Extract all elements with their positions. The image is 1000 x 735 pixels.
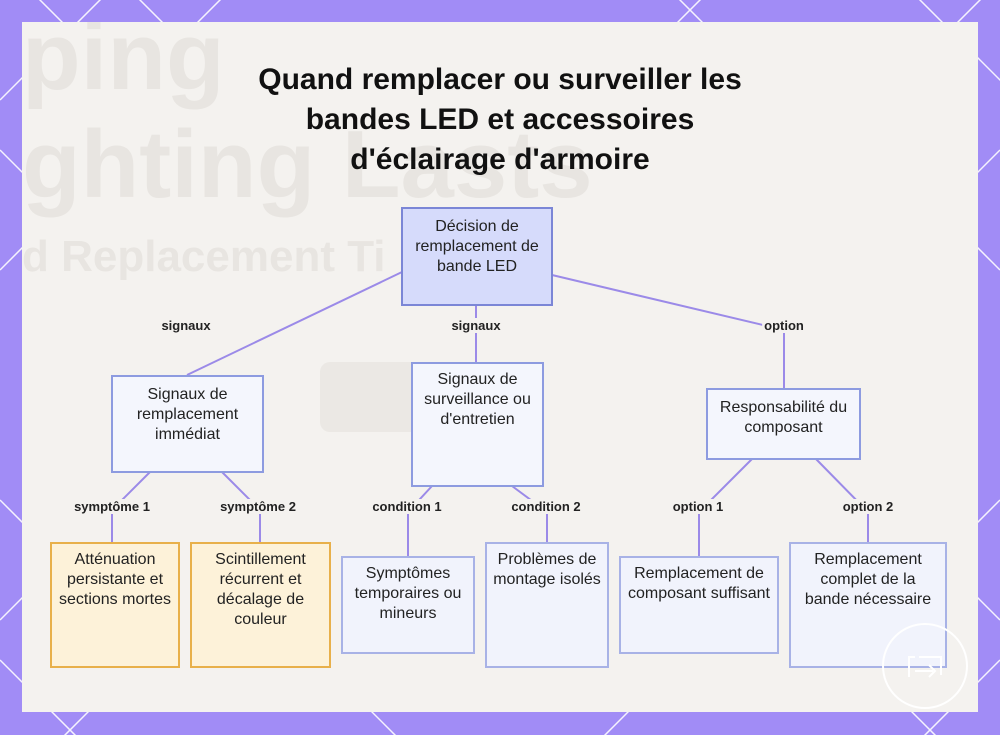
node-component-responsibility-label: Responsabilité du composant xyxy=(719,399,848,436)
title-line-2: bandes LED et accessoires xyxy=(305,103,695,136)
title-line-3: d'éclairage d'armoire xyxy=(350,143,650,176)
title-line-1: Quand remplacer ou surveiller les xyxy=(258,63,742,96)
node-recurrent-flicker[interactable]: Scintillement récurrent et décalage de c… xyxy=(190,542,331,668)
edge-condition-2 xyxy=(511,485,548,543)
node-persistent-dimming-label: Atténuation persistante et sections mort… xyxy=(58,551,172,608)
node-root-decision[interactable]: Décision de remplacement de bande LED xyxy=(401,207,553,306)
node-root-decision-label: Décision de remplacement de bande LED xyxy=(415,218,539,275)
node-component-responsibility[interactable]: Responsabilité du composant xyxy=(706,388,861,460)
node-persistent-dimming[interactable]: Atténuation persistante et sections mort… xyxy=(50,542,180,668)
edge-label-condition-1: condition 1 xyxy=(370,499,444,514)
edge-label-symptom-2: symptôme 2 xyxy=(218,499,298,514)
node-component-replacement-label: Remplacement de composant suffisant xyxy=(627,565,770,602)
node-mounting-problems-label: Problèmes de montage isolés xyxy=(493,551,601,588)
edge-label-root-immediate: signaux xyxy=(159,318,213,333)
edge-root-responsibility xyxy=(551,274,785,388)
edge-label-symptom-1: symptôme 1 xyxy=(72,499,152,514)
edge-label-option-2: option 2 xyxy=(840,499,896,514)
node-monitoring-signals[interactable]: Signaux de surveillance ou d'entretien xyxy=(411,362,544,487)
node-recurrent-flicker-label: Scintillement récurrent et décalage de c… xyxy=(215,551,306,628)
node-full-strip-replacement-label: Remplacement complet de la bande nécessa… xyxy=(804,551,932,608)
edge-label-option-1: option 1 xyxy=(670,499,726,514)
node-monitoring-signals-label: Signaux de surveillance ou d'entretien xyxy=(424,371,531,428)
edge-root-immediate xyxy=(186,271,403,376)
node-temporary-symptoms[interactable]: Symptômes temporaires ou mineurs xyxy=(341,556,475,654)
expand-icon[interactable] xyxy=(882,623,968,709)
edge-label-condition-2: condition 2 xyxy=(509,499,583,514)
node-immediate-signals[interactable]: Signaux de remplacement immédiat xyxy=(111,375,264,473)
diagram-title: Quand remplacer ou surveiller les bandes… xyxy=(0,60,1000,180)
node-mounting-problems[interactable]: Problèmes de montage isolés xyxy=(485,542,609,668)
edge-label-root-monitoring: signaux xyxy=(449,318,503,333)
node-component-replacement[interactable]: Remplacement de composant suffisant xyxy=(619,556,779,654)
expand-icon-glyph xyxy=(908,656,942,678)
node-temporary-symptoms-label: Symptômes temporaires ou mineurs xyxy=(354,565,462,622)
edge-label-root-responsibility: option xyxy=(762,318,806,333)
edge-condition-1 xyxy=(407,485,433,557)
node-immediate-signals-label: Signaux de remplacement immédiat xyxy=(136,386,239,443)
